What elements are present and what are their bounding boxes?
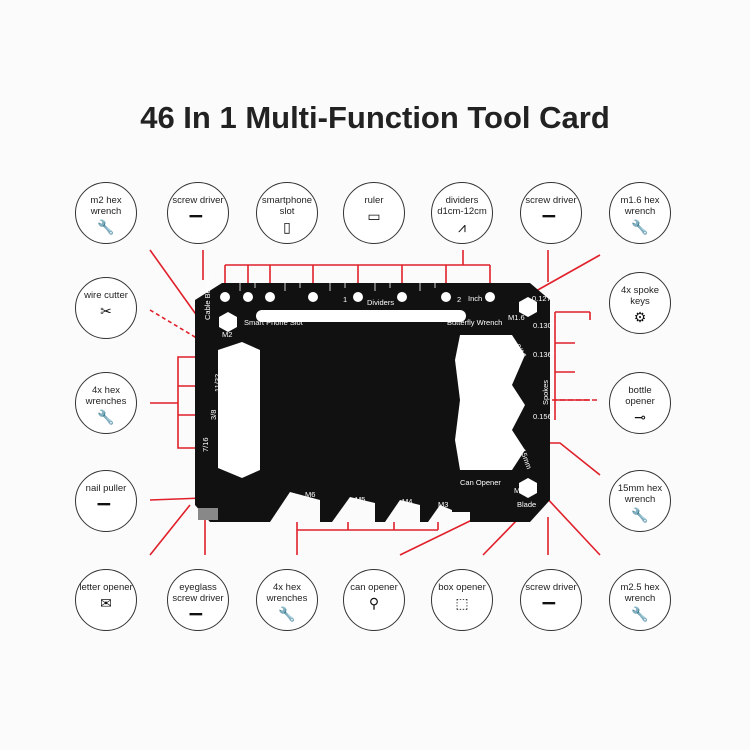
feature-label: 4x hex wrenches — [266, 582, 308, 604]
feature-circle: 4x spoke keys ⚙ — [609, 272, 671, 334]
feature-label: dividers d1cm-12cm — [437, 195, 487, 217]
feature-circle: nail puller ━╸ — [75, 470, 137, 532]
hex-size: M5 — [355, 495, 365, 504]
feature-circle: bottle opener ⊸ — [609, 372, 671, 434]
feature-label: bottle opener — [625, 385, 655, 407]
feature-label: smartphone slot — [261, 195, 313, 217]
feature-circle: 15mm hex wrench 🔧 — [609, 470, 671, 532]
box-icon: ⬚ — [455, 595, 469, 611]
screwdriver-icon: ━╸ — [97, 496, 115, 512]
feature-circle: screw driver ━╸ — [520, 569, 582, 631]
size-label: 7/16 — [201, 437, 210, 452]
tool-card: 1 2 Inch Dividers Smart Phone Slot Butte… — [195, 274, 555, 522]
feature-label: 4x hex wrenches — [85, 385, 127, 407]
feature-circle: m1.6 hex wrench 🔧 — [609, 182, 671, 244]
feature-label: screw driver — [525, 582, 577, 593]
feature-label: m2.5 hex wrench — [620, 582, 660, 604]
feature-label: m2 hex wrench — [90, 195, 122, 217]
size-label: 5/16 — [219, 349, 228, 364]
pliers-icon: ✂ — [100, 303, 112, 319]
wrench-icon: 🔧 — [631, 606, 649, 622]
feature-circle: dividers d1cm-12cm ⩘ — [431, 182, 493, 244]
spoke-size: 0.156" — [533, 412, 555, 421]
blade-label: Blade — [517, 500, 536, 509]
feature-label: m1.6 hex wrench — [620, 195, 660, 217]
feature-circle: m2 hex wrench 🔧 — [75, 182, 137, 244]
ruler-mark-1: 1 — [343, 295, 347, 304]
can-opener-label: Can Opener — [460, 478, 501, 487]
wrench-icon: 🔧 — [278, 606, 296, 622]
dividers-label: Dividers — [367, 298, 394, 307]
feature-circle: can opener ⚲ — [343, 569, 405, 631]
feature-label: ruler — [364, 195, 384, 206]
wrench-icon: 🔧 — [97, 409, 115, 425]
can-opener-icon: ⚲ — [368, 595, 380, 611]
spokes-label: Spokes — [541, 380, 550, 405]
feature-circle: letter opener ✉ — [75, 569, 137, 631]
feature-label: wire cutter — [84, 290, 128, 301]
feature-label: 15mm hex wrench — [617, 483, 663, 505]
feature-circle: smartphone slot ▯ — [256, 182, 318, 244]
screwdriver-icon: ━╸ — [189, 208, 207, 224]
m16-label: M1.6 — [508, 313, 525, 322]
compass-icon: ⩘ — [458, 219, 466, 235]
spoke-key-icon: ⚙ — [633, 309, 647, 325]
feature-circle: 4x hex wrenches 🔧 — [256, 569, 318, 631]
feature-label: can opener — [350, 582, 398, 593]
size-label: 11/32 — [213, 374, 222, 392]
feature-circle: screw driver ━╸ — [520, 182, 582, 244]
butterfly-wrench-label: Butterfly Wrench — [447, 318, 502, 327]
feature-circle: box opener ⬚ — [431, 569, 493, 631]
page-title: 46 In 1 Multi-Function Tool Card — [140, 100, 610, 135]
screwdriver-icon: ━╸ — [542, 208, 560, 224]
feature-label: box opener — [438, 582, 486, 593]
m25-label: M2.5 — [514, 486, 531, 495]
envelope-icon: ✉ — [100, 595, 112, 611]
m2-label: M2 — [222, 330, 232, 339]
spoke-size: 0.130" — [533, 321, 555, 330]
screwdriver-icon: ━╸ — [542, 595, 560, 611]
hex-size: M3 — [438, 500, 448, 509]
screwdriver-icon: ━╸ — [189, 606, 207, 622]
feature-label: eyeglass screw driver — [172, 582, 224, 604]
spoke-size: 0.127" — [532, 294, 554, 303]
spoke-size: 0.136" — [533, 350, 555, 359]
cable-bender-label: Cable Bender — [203, 274, 212, 320]
hex-size: M4 — [402, 497, 412, 506]
wrench-icon: 🔧 — [97, 219, 115, 235]
feature-circle: ruler ▭ — [343, 182, 405, 244]
phone-icon: ▯ — [283, 219, 291, 235]
feature-circle: wire cutter ✂ — [75, 277, 137, 339]
size-label: 3/8 — [209, 410, 218, 420]
feature-label: letter opener — [79, 582, 133, 593]
phone-slot-label: Smart Phone Slot — [244, 318, 304, 327]
feature-label: screw driver — [525, 195, 577, 206]
feature-circle: eyeglass screw driver ━╸ — [167, 569, 229, 631]
hex-size: M6 — [305, 490, 315, 499]
wrench-icon: 🔧 — [631, 507, 649, 523]
inch-label: Inch — [468, 294, 482, 303]
ruler-mark-2: 2 — [457, 295, 461, 304]
ruler-icon: ▭ — [367, 208, 381, 224]
feature-label: nail puller — [85, 483, 127, 494]
feature-circle: 4x hex wrenches 🔧 — [75, 372, 137, 434]
feature-circle: screw driver ━╸ — [167, 182, 229, 244]
feature-circle: m2.5 hex wrench 🔧 — [609, 569, 671, 631]
feature-label: screw driver — [172, 195, 224, 206]
bottle-opener-icon: ⊸ — [634, 409, 646, 425]
wrench-icon: 🔧 — [631, 219, 649, 235]
feature-label: 4x spoke keys — [620, 285, 660, 307]
